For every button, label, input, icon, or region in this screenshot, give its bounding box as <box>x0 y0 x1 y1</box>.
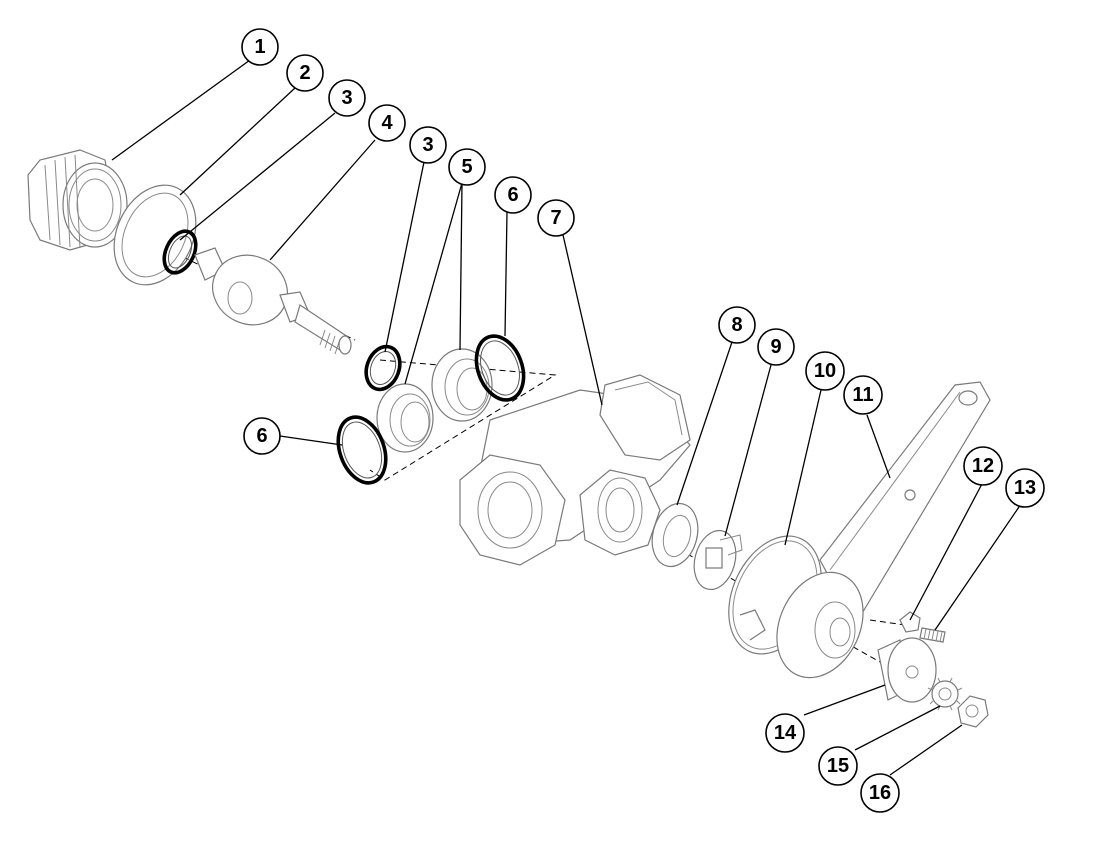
callout-1: 1 <box>241 28 279 66</box>
callout-14: 14 <box>765 713 805 753</box>
callout-11: 11 <box>843 375 883 415</box>
leader-lines <box>111 59 1022 776</box>
callout-6a-label: 6 <box>256 425 267 447</box>
callout-12: 12 <box>963 446 1003 486</box>
part-12-square-key <box>899 611 921 633</box>
callout-3b-label: 3 <box>422 134 433 156</box>
part-5-seat-left <box>376 383 434 453</box>
callout-11-label: 11 <box>852 384 873 406</box>
part-4-ball-stem <box>194 247 352 355</box>
callout-15-label: 15 <box>827 755 849 777</box>
callout-4: 4 <box>368 104 406 142</box>
part-11-handle-lever <box>776 381 991 679</box>
callout-9: 9 <box>757 328 795 366</box>
callout-4-label: 4 <box>381 112 393 134</box>
part-2-gasket <box>113 184 197 286</box>
part-13-set-screw <box>919 627 946 643</box>
callout-14-label: 14 <box>774 722 797 744</box>
callout-6b-label: 6 <box>507 184 518 206</box>
callout-2: 2 <box>286 54 324 92</box>
callout-5-label: 5 <box>461 156 472 178</box>
part-8-washer <box>651 502 699 568</box>
callout-8-label: 8 <box>731 314 742 336</box>
callout-5: 5 <box>448 148 486 186</box>
callout-13: 13 <box>1005 468 1045 508</box>
part-9-stop-washer <box>693 529 743 591</box>
callout-3a: 3 <box>328 79 366 117</box>
callout-16-label: 16 <box>869 782 891 804</box>
callout-13-label: 13 <box>1014 477 1036 499</box>
callout-3a-label: 3 <box>341 87 352 109</box>
callout-16: 16 <box>860 773 900 813</box>
callout-7: 7 <box>537 199 575 237</box>
callout-6a: 6 <box>243 417 281 455</box>
callout-12-label: 12 <box>972 455 994 477</box>
callout-9-label: 9 <box>770 336 781 358</box>
part-14-bushing <box>877 637 937 703</box>
callout-7-label: 7 <box>550 207 561 229</box>
part-6-o-ring-right <box>474 334 526 402</box>
part-6-o-ring-left <box>336 415 388 485</box>
part-16-hex-nut <box>957 695 989 728</box>
callout-15: 15 <box>818 746 858 786</box>
callout-2-label: 2 <box>299 62 310 84</box>
part-1-gland-nut <box>27 149 128 251</box>
callout-8: 8 <box>718 306 756 344</box>
part-7-valve-body <box>459 374 691 566</box>
part-15-lock-washer <box>927 677 963 711</box>
callout-10: 10 <box>805 351 845 391</box>
part-3-o-ring-lower <box>364 344 402 392</box>
callout-6b: 6 <box>494 176 532 214</box>
callout-3b: 3 <box>409 126 447 164</box>
callout-1-label: 1 <box>254 36 265 58</box>
callout-10-label: 10 <box>814 360 836 382</box>
